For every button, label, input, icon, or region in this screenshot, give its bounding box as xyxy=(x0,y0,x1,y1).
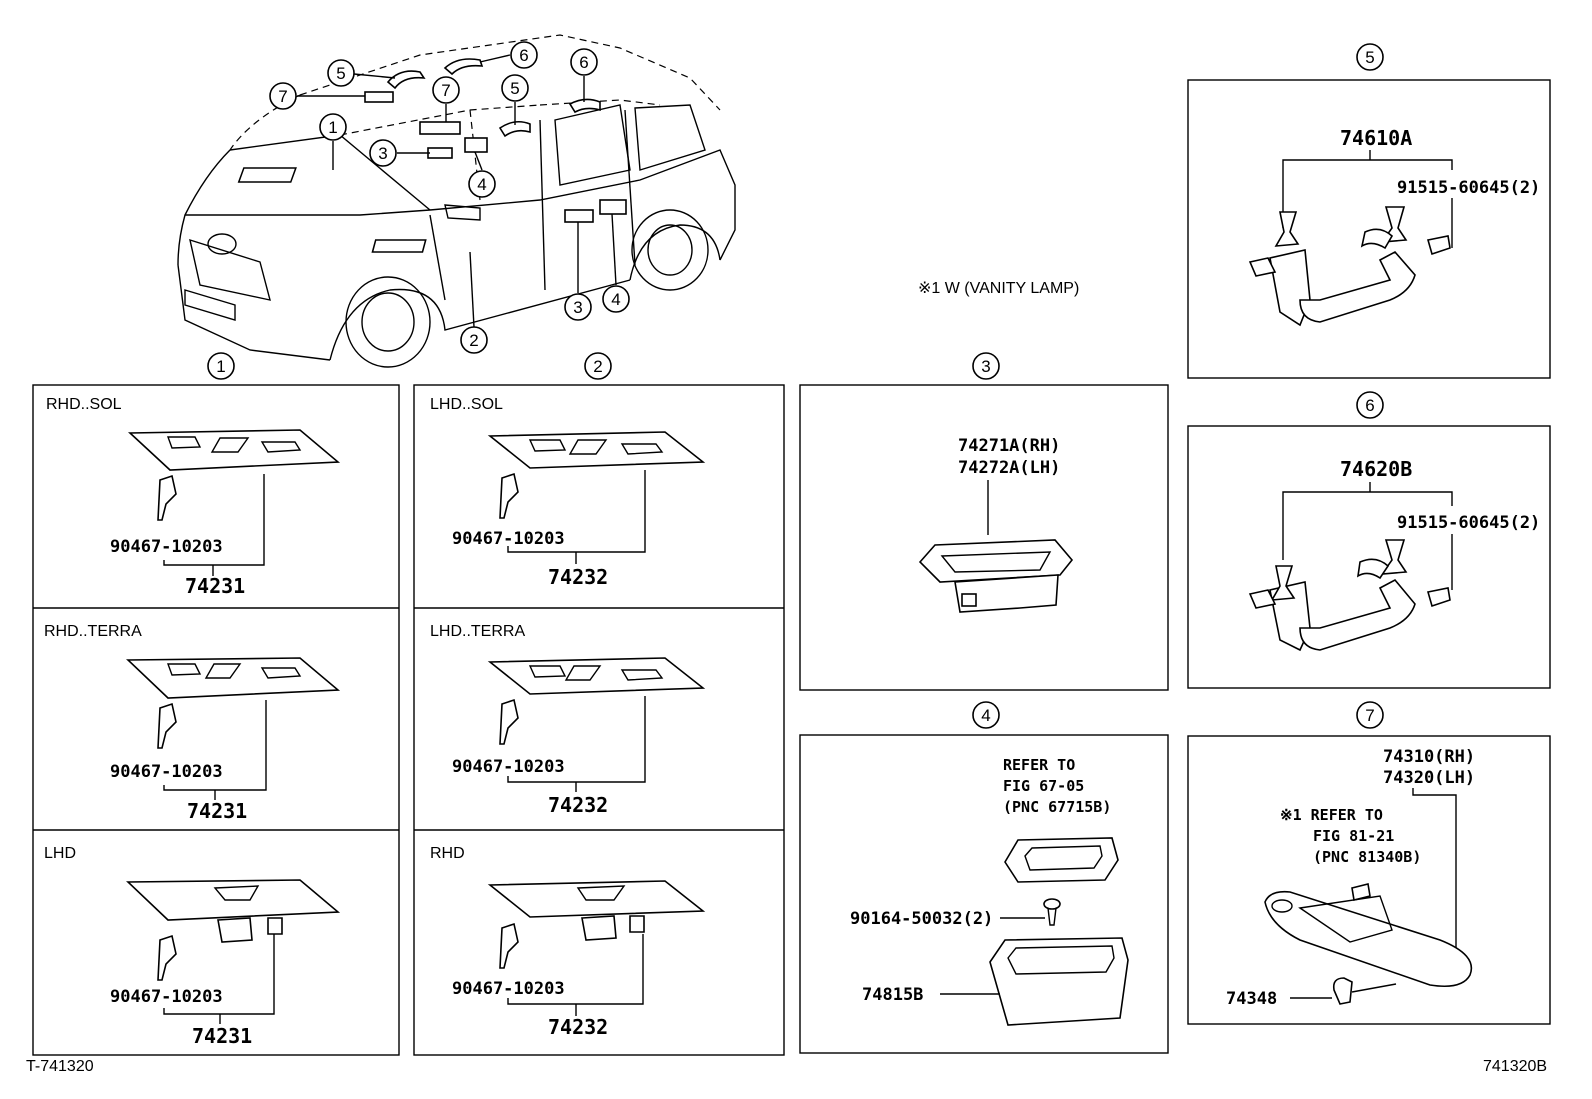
svg-text:4: 4 xyxy=(981,706,990,725)
clip-number: 90467-10203 xyxy=(452,757,565,777)
part-number-rh: 74271A(RH) xyxy=(958,436,1060,456)
callout-5: 5 xyxy=(501,74,529,102)
screw-number: 90164-50032(2) xyxy=(850,909,993,929)
callout-6: 6 xyxy=(510,41,538,69)
svg-text:3: 3 xyxy=(573,298,582,317)
svg-text:7: 7 xyxy=(1365,706,1374,725)
refer-text: (PNC 81340B) xyxy=(1313,848,1421,866)
refer-text: REFER TO xyxy=(1003,756,1075,774)
vehicle-overview: 1 2 3 3 4 4 5 5 6 6 7 7 xyxy=(177,34,736,368)
section-title: LHD..SOL xyxy=(430,396,503,413)
bolt-number: 91515-60645(2) xyxy=(1397,513,1540,533)
panel-6: 6 74620B 91515-60645(2) xyxy=(1187,391,1551,689)
footer-code-right: 741320B xyxy=(1483,1058,1547,1075)
section-title: RHD xyxy=(430,845,465,862)
refer-text: FIG 81-21 xyxy=(1313,827,1394,845)
part-number: 74610A xyxy=(1340,126,1412,150)
svg-text:2: 2 xyxy=(593,357,602,376)
vanity-lamp-note: ※1 W (VANITY LAMP) xyxy=(918,280,1079,297)
section-title: LHD xyxy=(44,845,76,862)
refer-text: FIG 67-05 xyxy=(1003,777,1084,795)
svg-text:3: 3 xyxy=(981,357,990,376)
svg-text:6: 6 xyxy=(579,53,588,72)
part-number: 74231 xyxy=(187,799,247,823)
section-title: RHD..TERRA xyxy=(44,623,142,640)
panel-3: 3 74271A(RH) 74272A(LH) xyxy=(799,352,1169,691)
callout-2: 2 xyxy=(460,326,488,354)
callout-4: 4 xyxy=(602,285,630,313)
footer-code-left: T-741320 xyxy=(26,1058,94,1075)
svg-text:5: 5 xyxy=(1365,48,1374,67)
callout-7: 7 xyxy=(269,82,297,110)
part-number: 74232 xyxy=(548,793,608,817)
svg-text:5: 5 xyxy=(510,79,519,98)
section-title: RHD..SOL xyxy=(46,396,122,413)
clip-number: 90467-10203 xyxy=(452,979,565,999)
panel-4: 4 REFER TO FIG 67-05 (PNC 67715B) 90164-… xyxy=(799,701,1169,1054)
svg-text:2: 2 xyxy=(469,331,478,350)
refer-text: (PNC 67715B) xyxy=(1003,798,1111,816)
svg-text:3: 3 xyxy=(378,144,387,163)
part-number: 74231 xyxy=(192,1024,252,1048)
part-number-lh: 74320(LH) xyxy=(1383,768,1475,788)
callout-6: 6 xyxy=(570,48,598,76)
clip-number: 90467-10203 xyxy=(452,529,565,549)
clip-number: 90467-10203 xyxy=(110,537,223,557)
svg-text:1: 1 xyxy=(328,118,337,137)
svg-text:6: 6 xyxy=(519,46,528,65)
panel-5: 5 74610A 91515-60645(2) xyxy=(1187,43,1551,379)
callout-3: 3 xyxy=(369,139,397,167)
svg-text:4: 4 xyxy=(611,290,620,309)
svg-text:5: 5 xyxy=(336,64,345,83)
callout-4: 4 xyxy=(468,170,496,198)
part-number-rh: 74310(RH) xyxy=(1383,747,1475,767)
callout-1: 1 xyxy=(319,113,347,141)
callout-5: 5 xyxy=(327,59,355,87)
svg-text:4: 4 xyxy=(477,175,486,194)
clip-number: 90467-10203 xyxy=(110,762,223,782)
panel-1: 1 RHD..SOL 90467-10203 74231 RHD..TERRA … xyxy=(32,352,400,1056)
callout-3: 3 xyxy=(564,293,592,321)
svg-text:6: 6 xyxy=(1365,396,1374,415)
refer-text: ※1 REFER TO xyxy=(1280,806,1383,824)
part-number: 74620B xyxy=(1340,457,1412,481)
panel-2: 2 LHD..SOL 90467-10203 74232 LHD..TERRA … xyxy=(413,352,785,1056)
part-number-lh: 74272A(LH) xyxy=(958,458,1060,478)
bolt-number: 91515-60645(2) xyxy=(1397,178,1540,198)
clip-number: 90467-10203 xyxy=(110,987,223,1007)
svg-text:1: 1 xyxy=(216,357,225,376)
panel-7: 7 74310(RH) 74320(LH) ※1 REFER TO FIG 81… xyxy=(1187,701,1551,1025)
section-title: LHD..TERRA xyxy=(430,623,525,640)
part-number: 74232 xyxy=(548,565,608,589)
holder-number: 74348 xyxy=(1226,989,1277,1009)
part-number: 74232 xyxy=(548,1015,608,1039)
part-number: 74815B xyxy=(862,985,923,1005)
part-number: 74231 xyxy=(185,574,245,598)
svg-text:7: 7 xyxy=(278,87,287,106)
svg-text:7: 7 xyxy=(441,81,450,100)
callout-7: 7 xyxy=(432,76,460,104)
